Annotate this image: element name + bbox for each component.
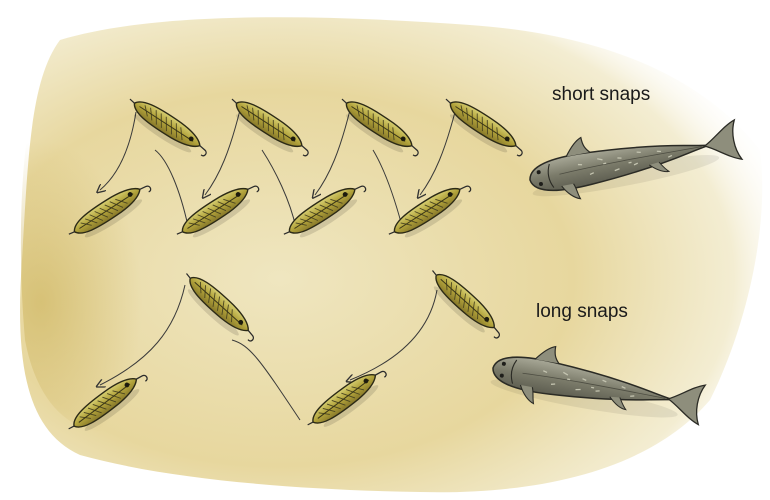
snap-line bbox=[154, 149, 189, 227]
snap-line bbox=[100, 111, 137, 190]
snap-line bbox=[372, 149, 403, 227]
short-snaps-label: short snaps bbox=[552, 84, 651, 105]
sand-shade bbox=[20, 108, 224, 432]
snap-line bbox=[350, 289, 438, 380]
snap-line bbox=[420, 111, 456, 195]
short-snaps-lines bbox=[100, 109, 456, 229]
snap-line bbox=[231, 339, 301, 421]
snap-line bbox=[315, 109, 351, 195]
long-snaps-label: long snaps bbox=[536, 301, 628, 322]
snap-line bbox=[100, 284, 186, 385]
snap-line bbox=[205, 109, 241, 195]
long-snaps-lines bbox=[100, 284, 438, 421]
snap-line bbox=[261, 149, 297, 229]
